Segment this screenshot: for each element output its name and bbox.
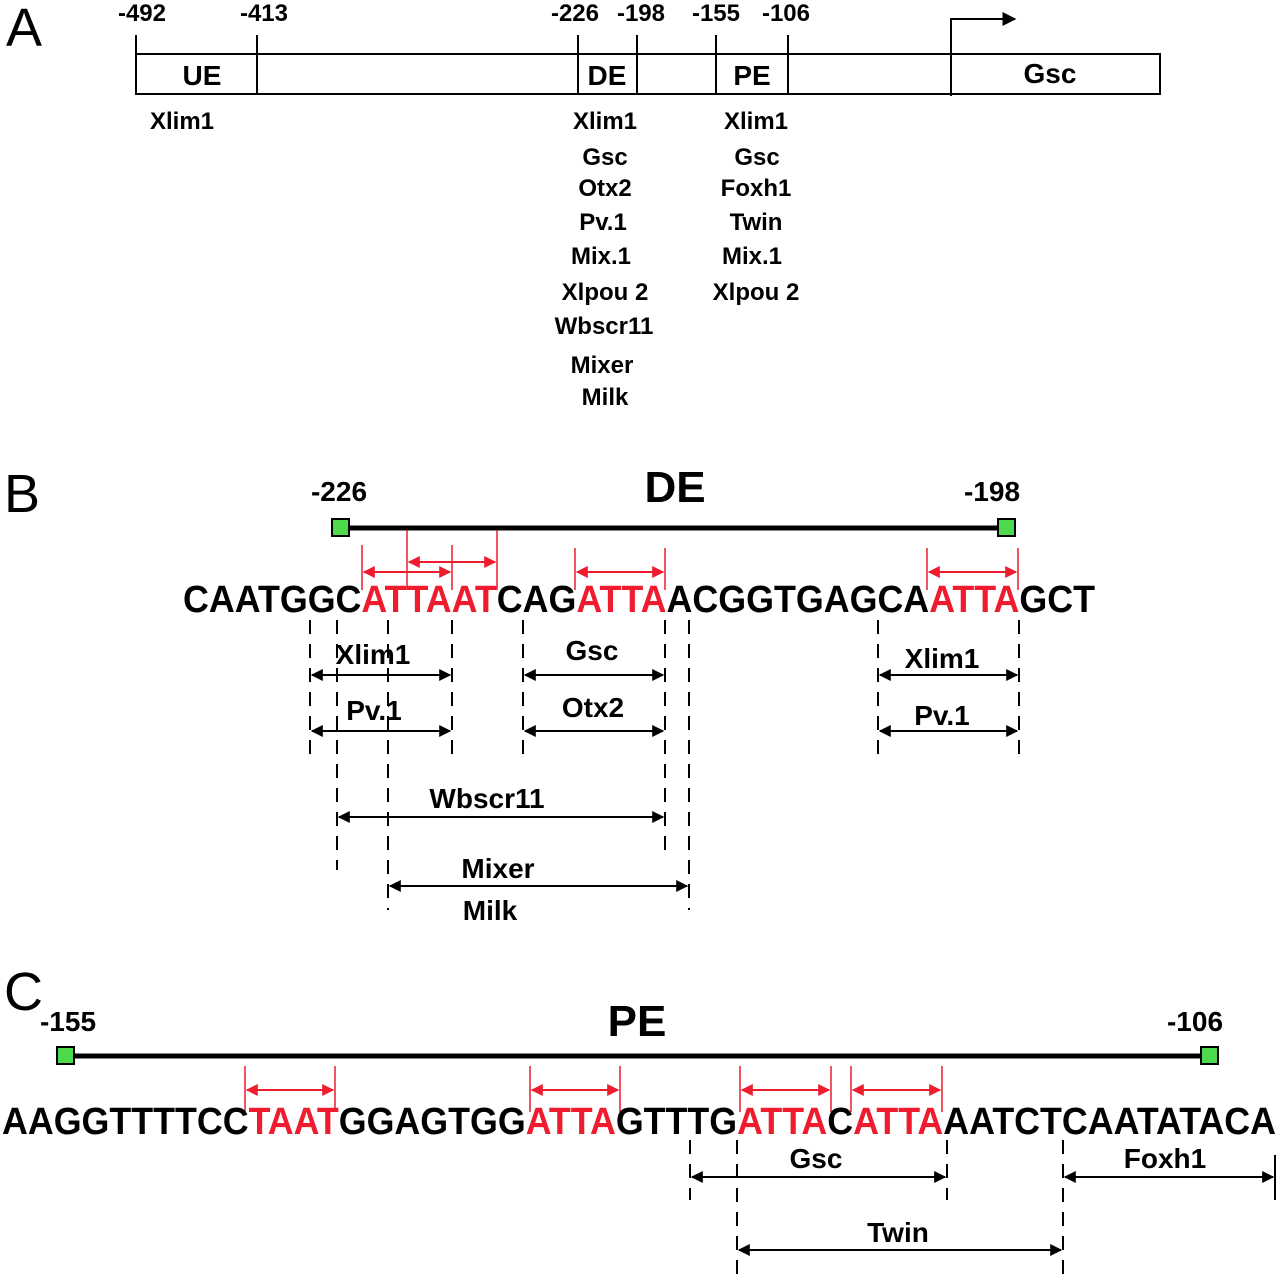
site-label-wbscr11: Wbscr11 [429,783,544,814]
site-label-milk: Milk [463,895,518,926]
panel-c: C -155 PE -106 AAGGTTTTCCTAATGGAGTGGATTA… [2,962,1276,1278]
pe-factor: Xlim1 [724,108,788,135]
promoter-box [135,53,1161,96]
de-factor: Mixer [571,352,634,379]
site-label-mixer: Mixer [461,853,534,884]
position-label: -106 [762,0,810,27]
site-label-xlim1: Xlim1 [905,643,980,674]
panel-a-label: A [6,0,42,58]
site-label-xlim1: Xlim1 [336,639,411,670]
dashed-guides [689,1140,1276,1278]
pe-start-label: -155 [40,1006,96,1037]
position-label: -155 [692,0,740,27]
de-factor: Gsc [582,144,627,171]
pe-factor: Foxh1 [721,175,792,202]
ue-factor: Xlim1 [150,108,214,135]
start-marker [331,518,350,537]
pe-factor: Twin [730,209,783,236]
de-factor: Xlim1 [573,108,637,135]
site-label-gsc: Gsc [790,1143,843,1174]
end-marker [997,518,1016,537]
end-marker [1200,1046,1219,1065]
site-label-gsc: Gsc [566,635,619,666]
de-factor: Xlpou 2 [562,279,649,306]
de-title: DE [644,463,705,512]
de-end-label: -198 [964,476,1020,507]
position-label: -413 [240,0,288,27]
de-factor: Milk [582,384,629,411]
site-label-pv1: Pv.1 [914,700,970,731]
position-label: -198 [617,0,665,27]
de-factor: Otx2 [578,175,631,202]
position-label: -226 [551,0,599,27]
dashed-guides [309,620,1020,910]
panel-b: B -226 DE -198 CAATGGCATTAATCAGATTAACGGT… [4,463,1095,926]
region-de: DE [588,60,627,91]
de-factor: Pv.1 [579,209,627,236]
start-marker [56,1046,75,1065]
pe-factor: Xlpou 2 [713,279,800,306]
transcription-start-arrow [950,12,1017,54]
red-motif-brackets [244,1066,943,1112]
region-gsc: Gsc [1024,58,1077,89]
panel-b-label: B [4,464,40,524]
de-start-label: -226 [311,476,367,507]
site-label-twin: Twin [867,1217,929,1248]
pe-end-label: -106 [1167,1006,1223,1037]
site-label-pv1: Pv.1 [346,695,402,726]
region-pe: PE [733,60,770,91]
binding-site-arrows [690,1171,1275,1256]
position-ticks [135,35,789,54]
site-label-otx2: Otx2 [562,692,624,723]
pe-factor: Mix.1 [722,243,782,270]
site-label-foxh1: Foxh1 [1124,1143,1206,1174]
region-ue: UE [183,60,222,91]
binding-site-arrows [310,669,1019,892]
de-factor: Wbscr11 [555,313,654,340]
de-factor-list: Xlim1 Gsc Otx2 Pv.1 Mix.1 Xlpou 2 Wbscr1… [555,108,654,411]
pe-factor-list: Xlim1 Gsc Foxh1 Twin Mix.1 Xlpou 2 [713,108,800,306]
pe-sequence: AAGGTTTTCCTAATGGAGTGGATTAGTTTGATTACATTAA… [2,1101,1276,1143]
panel-a: A -492 -413 -226 -198 -155 -106 UE DE PE… [6,0,1161,411]
panel-c-label: C [4,962,43,1022]
de-factor: Mix.1 [571,243,631,270]
de-sequence: CAATGGCATTAATCAGATTAACGGTGAGCAATTAGCT [183,579,1095,621]
pe-factor: Gsc [734,144,779,171]
red-motif-brackets [361,530,1019,590]
position-label: -492 [118,0,166,27]
pe-title: PE [608,997,667,1046]
